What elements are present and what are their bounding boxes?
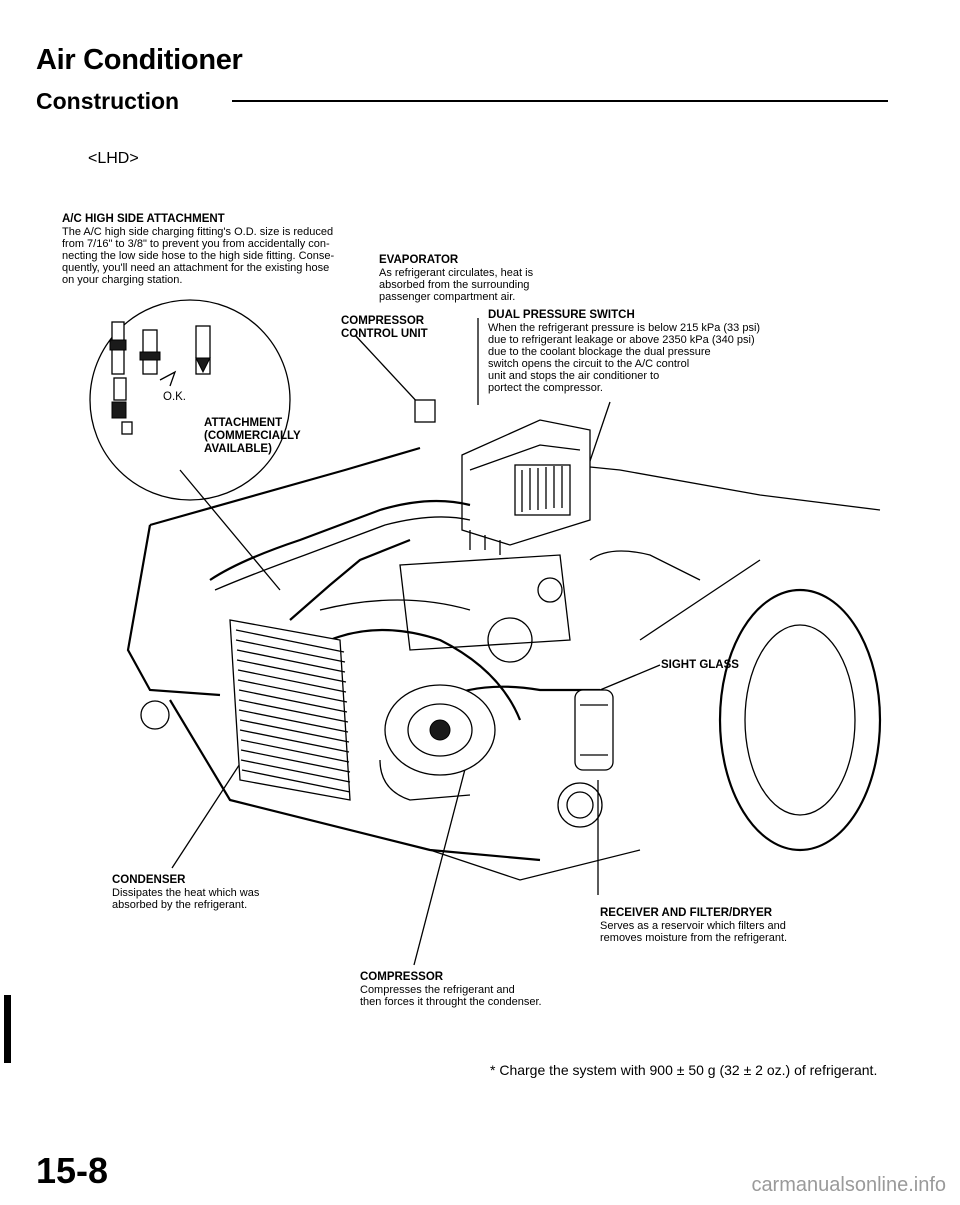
watermark: carmanualsonline.info: [751, 1174, 946, 1196]
leader-sight-glass: [599, 664, 661, 691]
compressor-control-unit-label: COMPRESSOR CONTROL UNIT: [341, 315, 428, 340]
condenser-label: CONDENSER: [112, 874, 186, 886]
sight-glass-label: SIGHT GLASS: [661, 659, 739, 671]
evaporator-unit: [461, 419, 591, 555]
section-tab-mark: [4, 995, 11, 1063]
variant-label: <LHD>: [88, 150, 139, 167]
leader-compressor: [413, 749, 471, 966]
high-side-attachment-text: The A/C high side charging fitting's O.D…: [62, 226, 335, 286]
compressor-text: Compresses the refrigerant and then forc…: [360, 984, 542, 1008]
receiver-dryer-text: Serves as a reservoir which filters and …: [600, 920, 788, 944]
dual-pressure-switch-label: DUAL PRESSURE SWITCH: [488, 309, 635, 321]
compressor-label: COMPRESSOR: [360, 971, 444, 983]
fitting-detail-circle: [89, 299, 291, 501]
ok-mark: O.K.: [163, 391, 187, 403]
control-unit-box: [414, 399, 436, 423]
section-subtitle: Construction: [36, 88, 180, 114]
page-title: Air Conditioner: [36, 44, 243, 76]
section-rule: [232, 100, 888, 102]
page-number: 15-8: [36, 1150, 109, 1191]
leader-attachment: [179, 469, 281, 591]
dual-pressure-switch-text: When the refrigerant pressure is below 2…: [488, 322, 761, 394]
evaporator-text: As refrigerant circulates, heat is absor…: [379, 267, 534, 303]
refrigerant-hoses: [209, 499, 600, 721]
evaporator-label: EVAPORATOR: [379, 254, 459, 266]
condenser-core: [229, 619, 351, 801]
attachment-label: ATTACHMENT (COMMERCIALLY AVAILABLE): [204, 417, 301, 455]
receiver-dryer-label: RECEIVER AND FILTER/DRYER: [600, 907, 773, 919]
receiver-dryer: [574, 689, 614, 771]
condenser-text: Dissipates the heat which was absorbed b…: [112, 887, 260, 911]
refrigerant-charge-footnote: * Charge the system with 900 ± 50 g (32 …: [490, 1062, 878, 1078]
high-side-attachment-label: A/C HIGH SIDE ATTACHMENT: [62, 213, 225, 225]
leader-control-unit: [354, 334, 421, 406]
compressor-unit: [379, 684, 496, 801]
engine-bay: [399, 554, 571, 663]
